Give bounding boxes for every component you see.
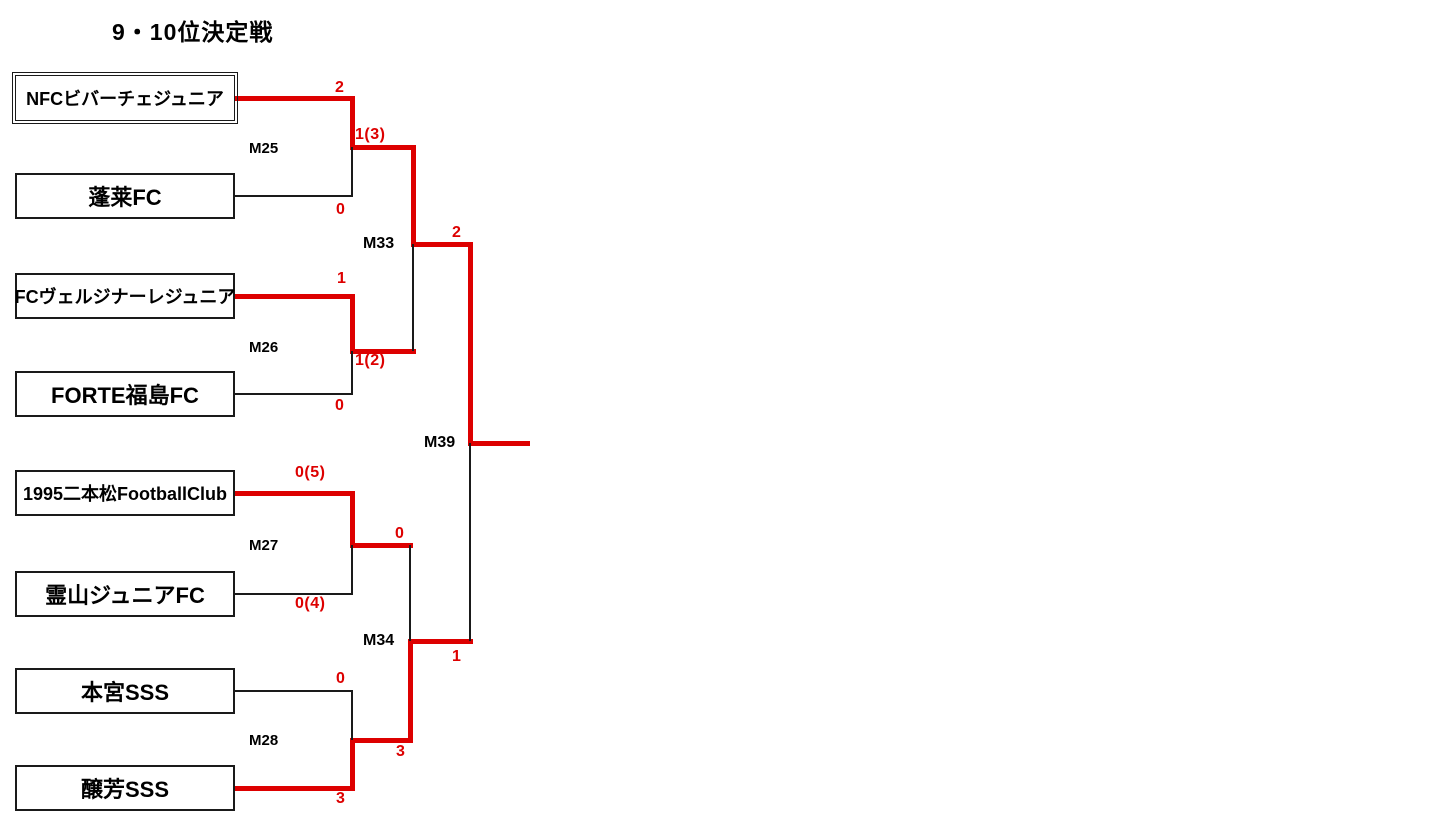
match-label-m27: M27: [249, 537, 279, 554]
team-name: 本宮SSS: [80, 680, 170, 705]
m28-bottom-team-line: [234, 785, 355, 791]
match-label-m34: M34: [363, 632, 395, 649]
m26-winner-advance-line: [349, 348, 416, 354]
score-m28-top: 0: [336, 670, 346, 687]
m39-winner-line: [467, 440, 530, 446]
team-name: 醸芳SSS: [80, 777, 170, 802]
team-name: 1995二本松FootballClub: [22, 484, 228, 504]
m27-bottom-team-line: [234, 593, 353, 595]
score-m39-top: 2: [452, 224, 462, 241]
match-label-m25: M25: [249, 140, 279, 157]
score-m26-bottom: 0: [335, 397, 345, 414]
bracket-title: 9・10位決定戦: [112, 19, 274, 45]
score-m26-top: 1: [337, 270, 347, 287]
score-m34-top: 0: [395, 525, 405, 542]
m28-top-team-line: [234, 690, 353, 692]
m33-top-vertical: [410, 144, 416, 247]
team-box-nfc-viverce: NFCビバーチェジュニア: [12, 72, 238, 124]
m26-loser-vertical: [351, 351, 353, 394]
m27-winner-advance-line: [349, 542, 413, 548]
score-m33-top: 1(3): [355, 126, 386, 143]
m25-winner-advance-line: [349, 144, 416, 150]
score-m33-bottom: 1(2): [355, 352, 386, 369]
m27-winner-vertical: [349, 490, 355, 548]
team-name: 蓬莱FC: [88, 185, 162, 210]
m28-winner-vertical: [349, 737, 355, 791]
team-box-forte: FORTE福島FC: [15, 371, 235, 417]
score-m27-top: 0(5): [295, 464, 326, 481]
score-m25-top: 2: [335, 79, 345, 96]
m28-loser-vertical: [351, 691, 353, 740]
match-label-m28: M28: [249, 732, 279, 749]
match-label-m39: M39: [424, 434, 456, 451]
score-m39-bottom: 1: [452, 648, 462, 665]
team-box-horai: 蓬莱FC: [15, 173, 235, 219]
m25-loser-vertical: [351, 147, 353, 196]
score-m28-bottom: 3: [336, 790, 346, 807]
m26-bottom-team-line: [234, 393, 353, 395]
m26-top-team-line: [234, 293, 355, 299]
m28-winner-advance-line: [349, 737, 413, 743]
match-label-m33: M33: [363, 235, 395, 252]
team-name: 霊山ジュニアFC: [45, 583, 205, 608]
m39-top-vertical: [467, 241, 473, 446]
team-box-1995-nihonmatsu: 1995二本松FootballClub: [15, 470, 235, 516]
team-name: NFCビバーチェジュニア: [26, 89, 224, 109]
team-box-verginare: FCヴェルジナーレジュニア: [15, 273, 235, 319]
m26-winner-vertical: [349, 293, 355, 354]
score-m27-bottom: 0(4): [295, 595, 326, 612]
team-box-ryozen: 霊山ジュニアFC: [15, 571, 235, 617]
team-box-motomiya: 本宮SSS: [15, 668, 235, 714]
score-m25-bottom: 0: [336, 201, 346, 218]
m33-winner-advance-line: [410, 241, 473, 247]
m39-bottom-vertical: [469, 443, 471, 641]
m27-loser-vertical: [351, 545, 353, 594]
m34-top-vertical: [409, 545, 411, 641]
team-box-joho: 醸芳SSS: [15, 765, 235, 811]
m34-bottom-vertical: [407, 638, 413, 743]
match-label-m26: M26: [249, 339, 279, 356]
score-m34-bottom: 3: [396, 743, 406, 760]
m25-bottom-team-line: [234, 195, 353, 197]
m33-bottom-vertical: [412, 244, 414, 351]
m25-winner-vertical: [349, 95, 355, 150]
m34-winner-advance-line: [407, 638, 473, 644]
m25-top-team-line: [234, 95, 355, 101]
team-name: FORTE福島FC: [51, 383, 199, 408]
team-name: FCヴェルジナーレジュニア: [14, 287, 236, 307]
m27-top-team-line: [234, 490, 355, 496]
